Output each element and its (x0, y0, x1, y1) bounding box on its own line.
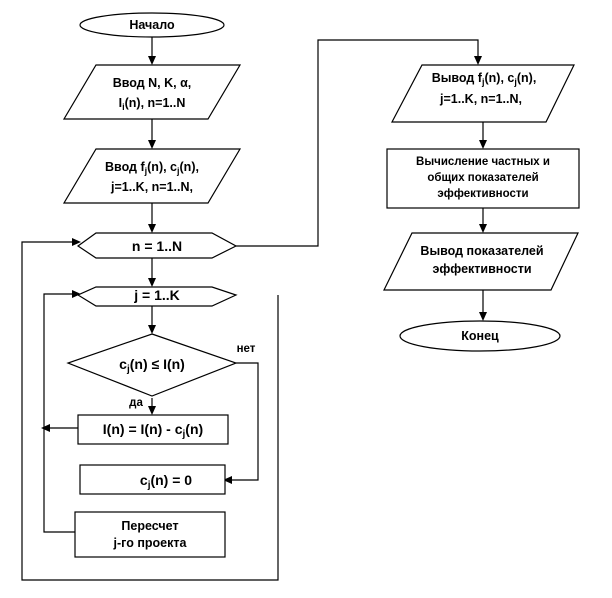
end-terminator: Конец (399, 320, 561, 352)
output-projects-line1: Вывод fj(n), cj(n), (432, 71, 537, 87)
loop-j-label: j = 1..K (133, 287, 180, 303)
process-zero-label: cj(n) = 0 (140, 472, 192, 491)
loop-j: j = 1..K (76, 286, 238, 307)
output-indicators-line2: эффективности (432, 262, 531, 276)
start-label: Начало (129, 18, 175, 32)
loop-n: n = 1..N (76, 232, 238, 259)
end-label: Конец (461, 329, 499, 343)
output-indicators-line1: Вывод показателей (420, 244, 543, 258)
process-subtract: I(n) = I(n) - cj(n) (77, 414, 229, 445)
process-compute-line1: Вычисление частных и (416, 156, 550, 168)
input-parameters: Ввод N, K, α, Ii(n), n=1..N (62, 64, 242, 120)
process-compute: Вычисление частных и общих показателей э… (386, 148, 580, 209)
input-parameters-line2: Ii(n), n=1..N (119, 96, 186, 112)
input-parameters-line1: Ввод N, K, α, (113, 76, 192, 90)
output-projects-line2: j=1..K, n=1..N, (439, 92, 522, 106)
loop-n-label: n = 1..N (132, 238, 182, 254)
arrowheads (41, 56, 487, 484)
process-compute-line3: эффективности (437, 188, 528, 200)
output-projects: Вывод fj(n), cj(n), j=1..K, n=1..N, (391, 64, 575, 123)
process-zero: cj(n) = 0 (79, 464, 226, 495)
decision-cost: cj(n) ≤ I(n) (66, 333, 238, 397)
no-label: нет (237, 343, 256, 355)
process-recalc-line1: Пересчет (121, 519, 178, 533)
input-projects: Ввод fj(n), cj(n), j=1..K, n=1..N, (62, 148, 242, 204)
process-recalc-line2: j-го проекта (113, 536, 188, 550)
connectors (21, 37, 484, 581)
input-projects-line2: j=1..K, n=1..N, (110, 180, 193, 194)
start-terminator: Начало (79, 12, 225, 38)
process-recalc: Пересчет j-го проекта (74, 511, 226, 558)
output-indicators: Вывод показателей эффективности (383, 232, 579, 291)
yes-label: да (129, 397, 143, 409)
process-subtract-label: I(n) = I(n) - cj(n) (103, 421, 203, 440)
decision-cost-label: cj(n) ≤ I(n) (119, 356, 185, 375)
process-compute-line2: общих показателей (427, 172, 538, 184)
input-projects-line1: Ввод fj(n), cj(n), (105, 160, 199, 176)
